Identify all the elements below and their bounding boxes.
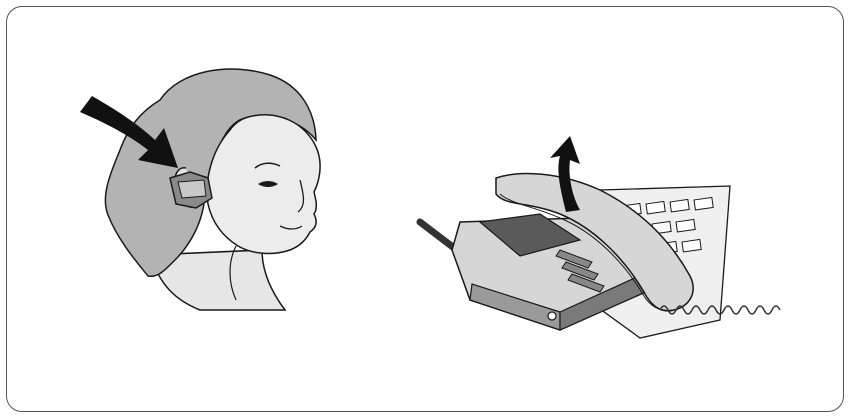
lifter-arm <box>478 213 582 257</box>
nose <box>297 179 305 213</box>
handset <box>495 172 694 312</box>
mouth <box>279 225 303 230</box>
neck <box>148 249 287 311</box>
led <box>547 311 557 321</box>
arrow-icon <box>80 96 178 168</box>
grill <box>555 249 605 293</box>
arrow-up-icon <box>550 136 580 212</box>
eye <box>258 181 278 187</box>
person-with-headset <box>80 68 321 311</box>
coiled-cord <box>659 305 781 315</box>
eyebrow <box>254 162 281 169</box>
handset-lifter-device <box>416 136 781 339</box>
